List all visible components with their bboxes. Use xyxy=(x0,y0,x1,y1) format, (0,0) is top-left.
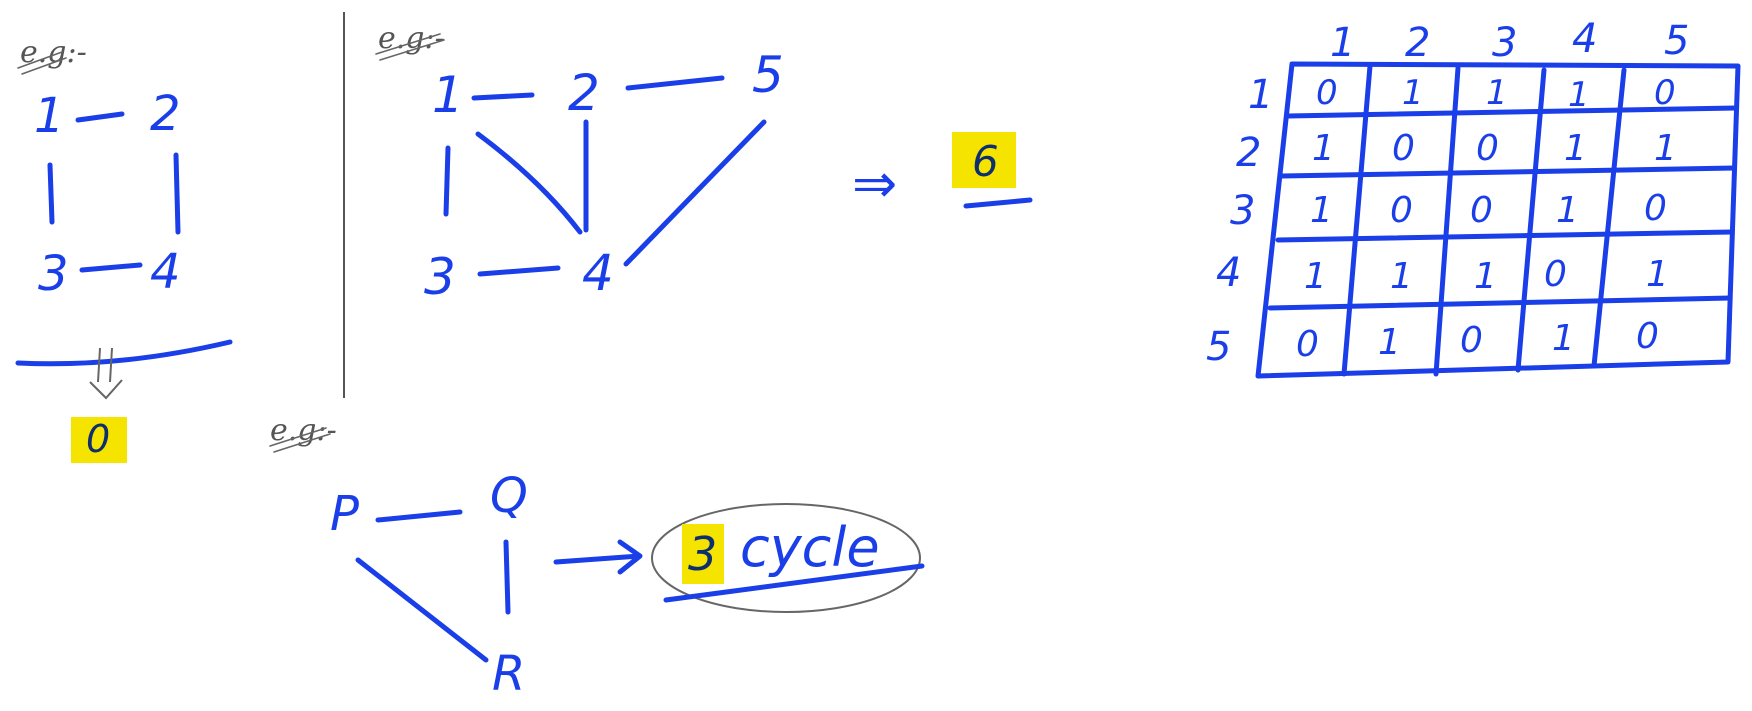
cell-1-5: 0 xyxy=(1654,73,1676,113)
result-c-number: 3 xyxy=(688,527,717,581)
row-header-4: 4 xyxy=(1216,250,1241,296)
node-a-1: 1 xyxy=(34,88,65,144)
cell-5-4: 1 xyxy=(1552,318,1575,359)
example-c: e.g:- P Q R 3 cycle xyxy=(269,413,925,702)
implies-icon: ⇒ xyxy=(852,152,897,215)
node-b-2: 2 xyxy=(568,64,600,122)
row-header-1: 1 xyxy=(1248,72,1273,118)
cell-4-3: 1 xyxy=(1474,256,1497,297)
edge-b-5-4 xyxy=(623,119,767,267)
col-header-3: 3 xyxy=(1492,20,1517,66)
edge-a-3-4 xyxy=(79,262,143,273)
cell-3-1: 1 xyxy=(1310,190,1333,231)
cell-1-3: 1 xyxy=(1486,73,1508,113)
matrix-vline-4 xyxy=(1591,67,1627,369)
cell-1-1: 0 xyxy=(1316,73,1338,113)
result-c-text: cycle xyxy=(740,516,880,579)
matrix-hline-2 xyxy=(1279,165,1737,179)
cell-5-5: 0 xyxy=(1636,316,1659,357)
matrix-hline-4 xyxy=(1267,295,1733,311)
highlight-c xyxy=(682,524,724,584)
edge-p-r xyxy=(355,557,489,663)
cell-4-4: 0 xyxy=(1544,254,1567,295)
node-b-1: 1 xyxy=(432,66,464,124)
circle-outline xyxy=(651,503,921,613)
cell-4-1: 1 xyxy=(1304,256,1327,297)
cell-5-2: 1 xyxy=(1378,322,1401,363)
col-header-1: 1 xyxy=(1330,20,1355,66)
node-a-3: 3 xyxy=(38,246,69,302)
adjacency-matrix: 1 2 3 4 5 1 2 3 4 5 0 1 1 1 0 1 0 0 1 1 … xyxy=(1206,16,1741,379)
row-header-5: 5 xyxy=(1206,324,1231,370)
node-p: P xyxy=(330,486,359,542)
highlight-a xyxy=(71,417,127,463)
cell-3-2: 0 xyxy=(1390,190,1413,231)
cell-4-2: 1 xyxy=(1390,256,1413,297)
col-header-4: 4 xyxy=(1572,16,1597,62)
col-header-2: 2 xyxy=(1405,20,1430,66)
cell-4-5: 1 xyxy=(1646,254,1669,295)
cell-2-1: 1 xyxy=(1312,128,1335,169)
right-arrow-icon xyxy=(553,539,643,575)
cell-2-3: 0 xyxy=(1476,128,1499,169)
node-b-3: 3 xyxy=(424,248,456,306)
edge-b-2-5 xyxy=(625,75,725,91)
matrix-hline-3 xyxy=(1275,229,1735,243)
row-header-3: 3 xyxy=(1230,188,1255,234)
node-r: R xyxy=(492,646,525,702)
eg-underline-a xyxy=(17,51,67,75)
edge-a-1-2 xyxy=(75,111,125,123)
matrix-vline-2 xyxy=(1433,65,1461,377)
cell-2-5: 1 xyxy=(1654,128,1677,169)
cell-5-3: 0 xyxy=(1460,320,1483,361)
matrix-vline-3 xyxy=(1515,67,1547,373)
col-header-5: 5 xyxy=(1664,18,1689,64)
edge-a-1-3 xyxy=(47,162,55,225)
edge-b-1-2 xyxy=(471,92,535,101)
cell-1-4: 1 xyxy=(1568,75,1590,115)
edge-p-q xyxy=(375,509,463,523)
cell-3-5: 0 xyxy=(1644,188,1667,229)
result-b: 6 xyxy=(972,137,999,186)
node-q: Q xyxy=(490,468,528,524)
underline-b xyxy=(963,197,1033,209)
cell-2-2: 0 xyxy=(1392,128,1415,169)
underline-c xyxy=(663,563,925,603)
edge-b-3-4 xyxy=(477,265,561,277)
eg-underline-b xyxy=(375,33,445,61)
matrix-hline-1 xyxy=(1285,105,1739,119)
eg-label-a: e.g:- xyxy=(20,35,87,70)
highlight-b xyxy=(952,132,1016,188)
cell-3-3: 0 xyxy=(1470,190,1493,231)
example-a: e.g:- 1 2 3 4 0 xyxy=(15,35,233,463)
edge-b-1-3 xyxy=(443,145,451,217)
cell-1-2: 1 xyxy=(1402,73,1424,113)
matrix-vline-1 xyxy=(1341,63,1373,377)
cell-5-1: 0 xyxy=(1296,324,1319,365)
underline-a xyxy=(15,339,233,367)
node-a-4: 4 xyxy=(150,244,181,300)
cell-2-4: 1 xyxy=(1564,128,1587,169)
node-a-2: 2 xyxy=(150,86,181,142)
eg-underline-c xyxy=(269,427,331,453)
result-a: 0 xyxy=(86,417,110,461)
node-b-5: 5 xyxy=(752,46,784,104)
edge-q-r xyxy=(503,539,511,615)
example-b: e.g:- 1 2 5 3 4 ⇒ 6 xyxy=(375,21,1033,306)
row-header-2: 2 xyxy=(1236,130,1261,176)
matrix-border xyxy=(1255,61,1741,379)
cell-3-4: 1 xyxy=(1556,190,1579,231)
node-b-4: 4 xyxy=(582,244,614,302)
edge-b-1-4 xyxy=(475,131,583,235)
edge-a-2-4 xyxy=(173,152,181,235)
down-arrow-icon xyxy=(89,347,123,400)
